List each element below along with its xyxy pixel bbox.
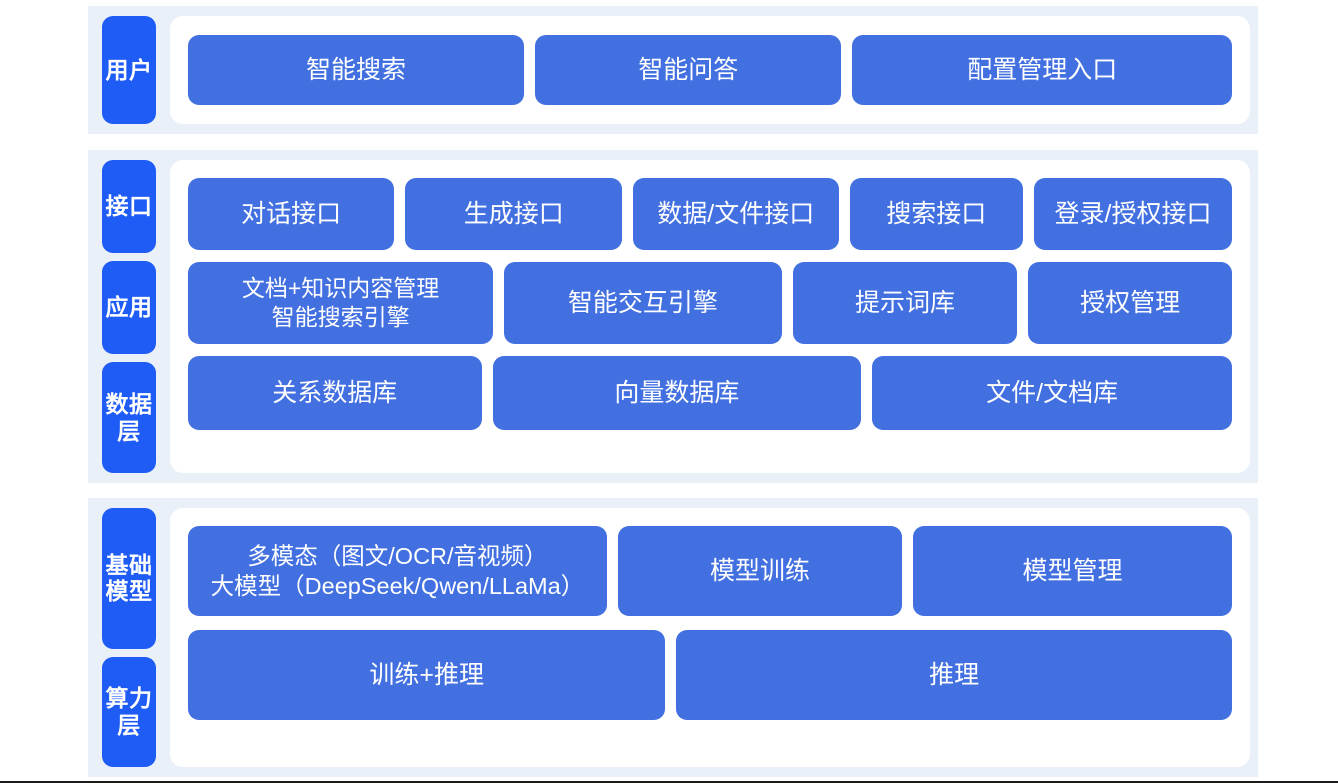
card-dialog-api[interactable]: 对话接口 — [188, 178, 395, 250]
layer-label-foundation-model: 基础模型 — [102, 508, 156, 649]
bottom-divider — [0, 781, 1338, 783]
card-smart-interaction-engine[interactable]: 智能交互引擎 — [504, 262, 782, 344]
card-search-api[interactable]: 搜索接口 — [849, 178, 1024, 250]
section-infrastructure: 基础模型 算力层 多模态（图文/OCR/音视频） 大模型（DeepSeek/Qw… — [88, 498, 1258, 777]
card-smart-search[interactable]: 智能搜索 — [188, 35, 525, 105]
layer-label-application: 应用 — [102, 261, 156, 355]
layer-label-data-layer: 数据层 — [102, 362, 156, 473]
card-relational-database[interactable]: 关系数据库 — [188, 356, 482, 430]
card-smart-qa[interactable]: 智能问答 — [535, 35, 842, 105]
panel-middle: 对话接口 生成接口 数据/文件接口 搜索接口 登录/授权接口 文档+知识内容管理… — [170, 160, 1250, 473]
card-doc-knowledge-management[interactable]: 文档+知识内容管理 智能搜索引擎 — [188, 262, 494, 344]
card-authorization-management[interactable]: 授权管理 — [1028, 262, 1232, 344]
card-multimodal-large-model[interactable]: 多模态（图文/OCR/音视频） 大模型（DeepSeek/Qwen/LLaMa） — [188, 526, 607, 616]
layer-label-column-users: 用户 — [102, 16, 156, 124]
panel-users: 智能搜索 智能问答 配置管理入口 — [170, 16, 1250, 124]
panel-infrastructure: 多模态（图文/OCR/音视频） 大模型（DeepSeek/Qwen/LLaMa）… — [170, 508, 1250, 767]
card-generation-api[interactable]: 生成接口 — [405, 178, 623, 250]
layer-label-column-infrastructure: 基础模型 算力层 — [102, 508, 156, 767]
card-inference[interactable]: 推理 — [676, 630, 1232, 720]
section-users: 用户 智能搜索 智能问答 配置管理入口 — [88, 6, 1258, 134]
row-data-layer: 关系数据库 向量数据库 文件/文档库 — [188, 356, 1232, 430]
row-compute-layer: 训练+推理 推理 — [188, 630, 1232, 720]
row-foundation-model: 多模态（图文/OCR/音视频） 大模型（DeepSeek/Qwen/LLaMa）… — [188, 526, 1232, 616]
card-login-auth-api[interactable]: 登录/授权接口 — [1034, 178, 1232, 250]
layer-label-column-middle: 接口 应用 数据层 — [102, 160, 156, 473]
row-application: 文档+知识内容管理 智能搜索引擎 智能交互引擎 提示词库 授权管理 — [188, 262, 1232, 344]
card-prompt-library[interactable]: 提示词库 — [792, 262, 1018, 344]
card-vector-database[interactable]: 向量数据库 — [492, 356, 862, 430]
card-config-management-entry[interactable]: 配置管理入口 — [852, 35, 1232, 105]
layer-label-interface: 接口 — [102, 160, 156, 254]
card-file-document-store[interactable]: 文件/文档库 — [872, 356, 1232, 430]
layer-label-user: 用户 — [102, 16, 156, 124]
layer-label-compute-layer: 算力层 — [102, 656, 156, 767]
row-interface: 对话接口 生成接口 数据/文件接口 搜索接口 登录/授权接口 — [188, 178, 1232, 250]
card-model-training[interactable]: 模型训练 — [617, 526, 903, 616]
section-middle: 接口 应用 数据层 对话接口 生成接口 数据/文件接口 搜索接口 登录/授权接口… — [88, 150, 1258, 483]
card-data-file-api[interactable]: 数据/文件接口 — [633, 178, 839, 250]
card-model-management[interactable]: 模型管理 — [913, 526, 1232, 616]
row-user-entries: 智能搜索 智能问答 配置管理入口 — [188, 35, 1232, 105]
card-training-inference[interactable]: 训练+推理 — [188, 630, 666, 720]
